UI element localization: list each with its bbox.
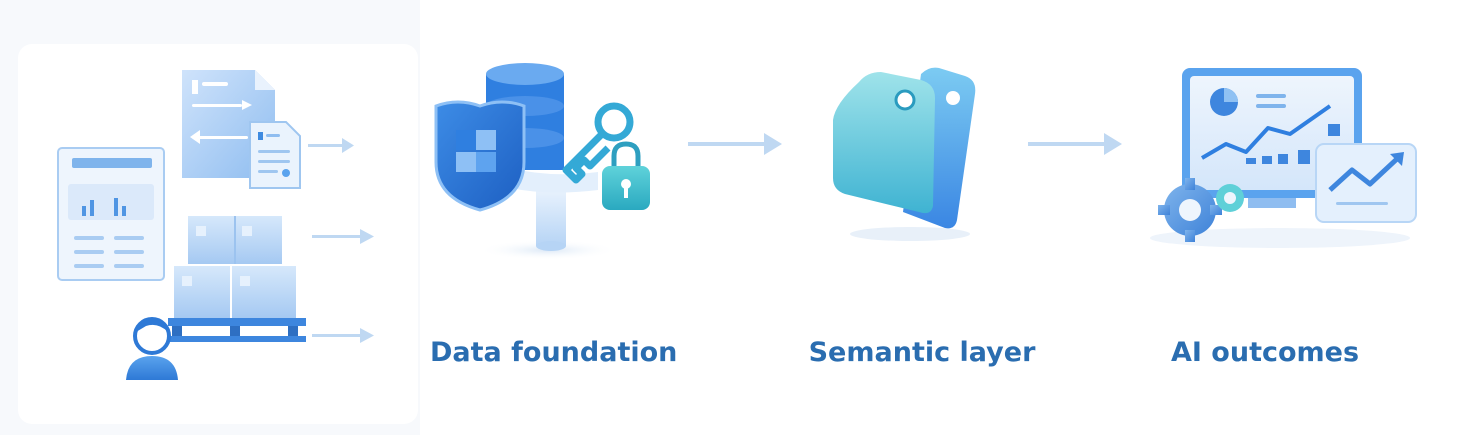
sources-illustration: [57, 70, 374, 380]
source-arrow: [312, 328, 374, 343]
semantic-layer-illustration: [833, 67, 976, 241]
tag-icon: [833, 67, 976, 229]
stage-label-data-foundation: Data foundation: [430, 337, 678, 368]
person-icon: [126, 317, 178, 380]
lock-icon: [602, 141, 650, 210]
trend-chart-icon: [1315, 143, 1417, 223]
report-icon: [57, 147, 165, 281]
boxes-pallet-icon: [168, 216, 306, 342]
stage-label-semantic-layer: Semantic layer: [808, 337, 1036, 368]
flow-arrow-2: [1028, 133, 1122, 155]
source-arrow: [308, 138, 354, 153]
gear-icon: [1158, 178, 1244, 242]
data-foundation-illustration: [434, 63, 650, 260]
key-icon: [562, 102, 634, 184]
stage-label-ai-outcomes: AI outcomes: [1170, 337, 1360, 368]
ai-outcomes-illustration: [1150, 68, 1417, 248]
flow-arrow-1: [688, 133, 782, 155]
document-icon: [182, 70, 301, 189]
source-arrow: [312, 229, 374, 244]
shield-icon: [434, 100, 526, 212]
